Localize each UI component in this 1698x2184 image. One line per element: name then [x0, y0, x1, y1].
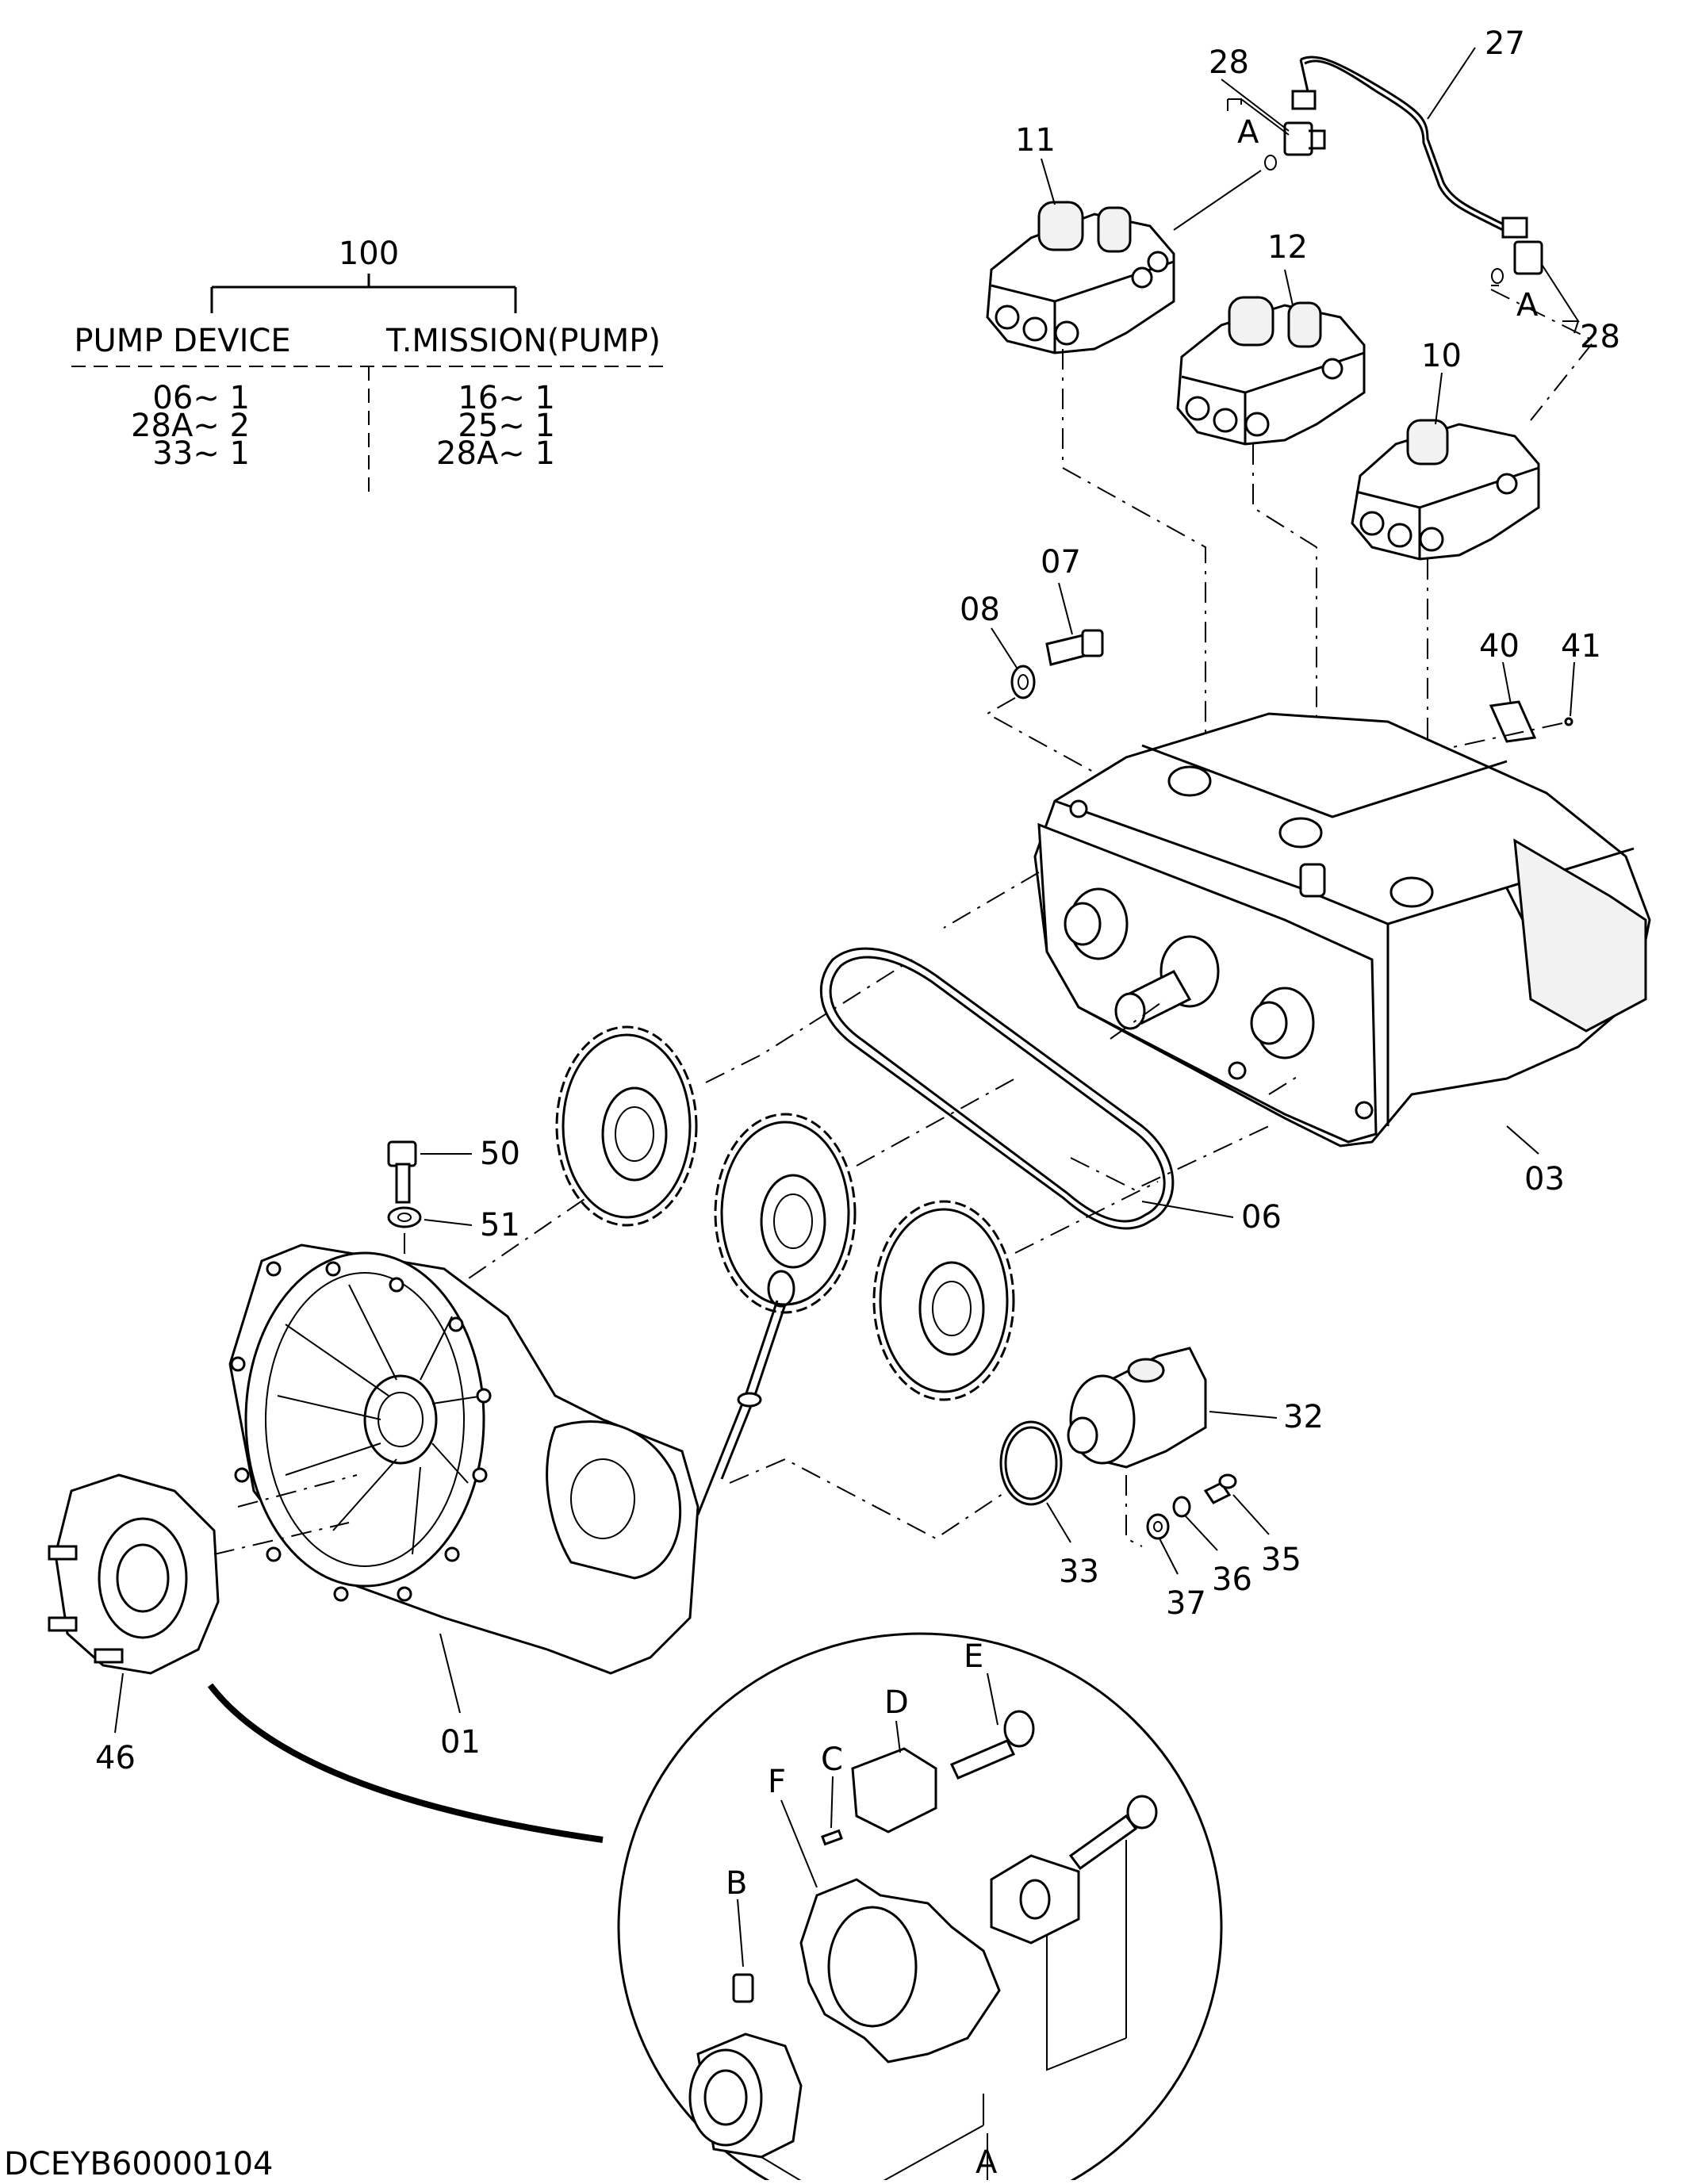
oring-28-right — [1491, 268, 1504, 284]
gear-3 — [872, 1200, 1015, 1401]
label-46: 46 — [95, 1740, 136, 1776]
label-07: 07 — [1041, 544, 1081, 580]
label-28-top: 28 — [1209, 44, 1249, 81]
detail-view: B C D E F A — [207, 1632, 1223, 2184]
oring-33: 33 — [729, 1420, 1099, 1590]
washer-08: 08 — [960, 592, 1111, 782]
label-A-top: A — [1237, 114, 1259, 151]
label-detail-B: B — [726, 1865, 747, 1902]
rivet-41 — [1564, 717, 1573, 726]
detail-part-B — [732, 1973, 754, 2003]
label-35: 35 — [1261, 1542, 1301, 1578]
label-51: 51 — [480, 1207, 520, 1243]
bolt-35: 35 — [1203, 1473, 1301, 1578]
washer-37: 37 — [1125, 1475, 1206, 1622]
label-27: 27 — [1485, 25, 1525, 62]
label-37: 37 — [1166, 1585, 1206, 1622]
motor-32: 32 — [1067, 1347, 1324, 1469]
detail-part-C — [821, 1829, 843, 1846]
right-row-1: 16~ 1 — [458, 380, 555, 416]
label-36: 36 — [1212, 1561, 1252, 1598]
label-detail-F: F — [768, 1764, 786, 1800]
label-01: 01 — [440, 1724, 481, 1761]
oring-28-top — [1264, 155, 1277, 171]
label-40: 40 — [1479, 628, 1520, 665]
label-10: 10 — [1421, 338, 1462, 374]
label-50: 50 — [480, 1136, 520, 1172]
detail-circle — [617, 1632, 1223, 2184]
plate-40: 40 41 — [1387, 628, 1601, 762]
housing-01: 01 — [228, 1243, 795, 1761]
label-11: 11 — [1015, 122, 1056, 159]
diagram-code: DCEYB60000104 — [4, 2146, 273, 2180]
kit-bracket — [210, 274, 517, 313]
washer-36: 36 — [1172, 1496, 1252, 1598]
detail-part-E — [949, 1739, 1016, 1780]
fitting-28-top — [1283, 121, 1313, 156]
label-08: 08 — [960, 592, 1000, 628]
left-row-1: 06~ 1 — [152, 380, 250, 416]
pipe-end-fitting — [1291, 90, 1317, 110]
label-detail-C: C — [821, 1741, 843, 1778]
valve-10: 10 — [1351, 338, 1540, 561]
right-row-2: 25~ 1 — [458, 408, 555, 444]
label-32: 32 — [1283, 1399, 1324, 1435]
label-detail-E: E — [964, 1638, 983, 1675]
pipe-27 — [1300, 56, 1508, 228]
pump-03: 03 — [1033, 712, 1651, 1197]
label-12: 12 — [1267, 229, 1308, 266]
right-row-3: 28A~ 1 — [436, 435, 555, 472]
detail-callout-arrow — [207, 1683, 604, 1843]
gear-2 — [714, 1113, 857, 1314]
label-41: 41 — [1561, 628, 1601, 665]
detail-part-D — [851, 1747, 937, 1833]
fitting-28-right — [1513, 240, 1543, 275]
left-row-3: 33~ 1 — [152, 435, 250, 472]
valve-12: 12 — [1176, 229, 1366, 446]
label-A-right: A — [1516, 287, 1539, 324]
label-06: 06 — [1241, 1199, 1282, 1236]
valve-11: 11 — [986, 122, 1262, 354]
label-28-right: 28 — [1580, 319, 1620, 355]
gear-1 — [555, 1025, 698, 1227]
kit-table: 100 PUMP DEVICE T.MISSION(PUMP) 06~ 1 28… — [71, 236, 670, 492]
centerline-11 — [1062, 349, 1206, 745]
label-03: 03 — [1524, 1161, 1565, 1197]
dipstick — [696, 1300, 779, 1515]
left-header: PUMP DEVICE — [74, 323, 290, 359]
label-33: 33 — [1059, 1554, 1099, 1590]
right-header: T.MISSION(PUMP) — [385, 323, 661, 359]
bolt-50: 50 — [387, 1136, 520, 1204]
washer-51: 51 — [387, 1197, 588, 1301]
kit-number: 100 — [339, 236, 399, 272]
coupling-46: 46 — [48, 1473, 358, 1776]
bolt-07: 07 — [1041, 544, 1104, 666]
label-detail-A: A — [975, 2144, 998, 2180]
pipe-assembly: 27 28 A A 28 — [1209, 25, 1620, 355]
label-detail-D: D — [884, 1684, 909, 1721]
centerline-12 — [1252, 444, 1317, 817]
left-row-2: 28A~ 2 — [131, 408, 250, 444]
